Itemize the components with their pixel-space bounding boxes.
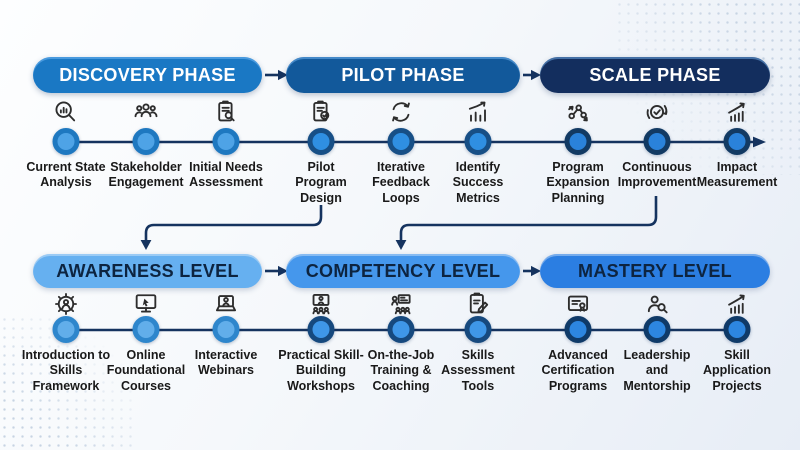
cycle-arrows-icon [387,98,415,126]
milestone-label: Advanced Certification Programs [541,348,615,393]
milestone-label: Impact Measurement [696,160,778,190]
connector-improvement-to-competency [399,196,658,240]
milestone-label: Identify Success Metrics [452,160,504,205]
milestone-label: Initial Needs Assessment [189,160,263,190]
level-pill-awareness: AWARENESS LEVEL [33,254,262,288]
phase-pill-scale: SCALE PHASE [540,57,770,93]
timeline-node [464,316,492,343]
clipboard-search-icon [212,98,240,126]
timeline-node [564,128,592,155]
arrowhead-r2b [531,265,541,277]
timeline-node [387,316,415,343]
laptop-person-icon [212,290,240,318]
growth-chart-icon [723,98,751,126]
trainer-board-icon [387,290,415,318]
connector-pilot-to-awareness [144,205,323,240]
milestone-label: Skill Application Projects [702,348,772,393]
certificate-icon [564,290,592,318]
arrowhead-r2a [278,265,288,277]
people-group-icon [132,98,160,126]
arrowhead-row1-end [753,136,766,148]
milestone-label: Current State Analysis [26,160,106,190]
arrowhead-r1a [278,69,288,81]
timeline-node [643,128,671,155]
timeline-node [723,316,751,343]
phase-pill-discovery: DISCOVERY PHASE [33,57,262,93]
gear-person-icon [52,290,80,318]
arrowhead-connector-b [395,240,407,250]
bar-chart-arrow-icon [464,98,492,126]
timeline-node [52,316,80,343]
milestone-label: Practical Skill-Building Workshops [278,348,364,393]
timeline-node [132,316,160,343]
timeline-node [464,128,492,155]
timeline-node [52,128,80,155]
network-nodes-icon [564,98,592,126]
clipboard-pencil-icon [464,290,492,318]
timeline-node [307,316,335,343]
arrowhead-connector-a [140,240,152,250]
timeline-node [387,128,415,155]
growth-chart-icon [723,290,751,318]
timeline-node [564,316,592,343]
level-pill-mastery: MASTERY LEVEL [540,254,770,288]
clipboard-check-icon [307,98,335,126]
milestone-label: Interactive Webinars [194,348,258,378]
presentation-audience-icon [307,290,335,318]
phase-pill-pilot: PILOT PHASE [286,57,520,93]
timeline-node [643,316,671,343]
timeline-node [132,128,160,155]
timeline-node [307,128,335,155]
arrowhead-r1b [531,69,541,81]
chart-magnifier-icon [52,98,80,126]
timeline-node [212,128,240,155]
milestone-label: Pilot Program Design [295,160,347,205]
milestone-label: Leadership and Mentorship [623,348,691,393]
milestone-label: Iterative Feedback Loops [372,160,430,205]
milestone-label: Online Foundational Courses [106,348,186,393]
milestone-label: Program Expansion Planning [546,160,610,205]
milestone-label: On-the-Job Training & Coaching [367,348,435,393]
timeline-node [212,316,240,343]
monitor-cursor-icon [132,290,160,318]
timeline-node [723,128,751,155]
level-pill-competency: COMPETENCY LEVEL [286,254,520,288]
check-cycle-icon [643,98,671,126]
milestone-label: Skills Assessment Tools [441,348,515,393]
milestone-label: Stakeholder Engagement [108,160,184,190]
person-magnifier-icon [643,290,671,318]
